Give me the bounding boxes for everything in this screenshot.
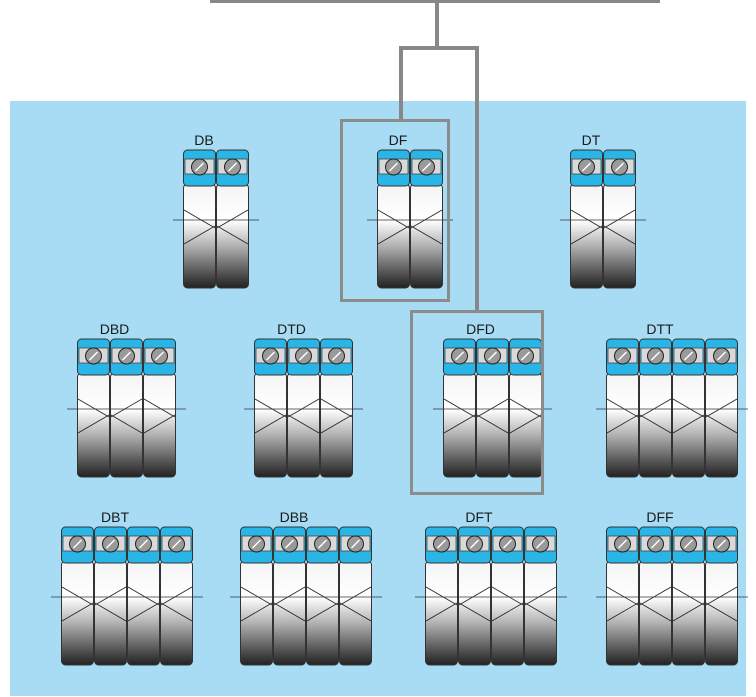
bearing-drawing-dtd bbox=[244, 338, 363, 478]
arrangement-label-dft: DFT bbox=[465, 509, 493, 525]
bearing-ring-dbb-4 bbox=[339, 526, 372, 666]
bearing-drawing-dft bbox=[415, 526, 567, 666]
bearing-set-dbt: DBT bbox=[49, 509, 203, 667]
bearing-drawing-df bbox=[367, 149, 453, 289]
bearing-ring-db-2 bbox=[216, 149, 249, 289]
bearing-ring-dff-1 bbox=[606, 526, 639, 666]
bearing-ring-dff-4 bbox=[705, 526, 738, 666]
bearing-set-dt: DT bbox=[558, 132, 646, 290]
bearing-ring-dft-4 bbox=[524, 526, 557, 666]
bearing-ring-dbb-3 bbox=[306, 526, 339, 666]
bearing-set-dtd: DTD bbox=[242, 321, 363, 479]
arrangement-label-dbd: DBD bbox=[99, 321, 130, 337]
bearing-ring-dfd-3 bbox=[509, 338, 542, 478]
bearing-set-dft: DFT bbox=[413, 509, 567, 667]
bearing-set-dbd: DBD bbox=[65, 321, 186, 479]
bearing-ring-dtd-2 bbox=[287, 338, 320, 478]
bearing-ring-dt-2 bbox=[603, 149, 636, 289]
bearing-set-dff: DFF bbox=[594, 509, 748, 667]
bearing-ring-dbt-2 bbox=[94, 526, 127, 666]
bearing-ring-df-1 bbox=[377, 149, 410, 289]
bearing-ring-dtt-3 bbox=[672, 338, 705, 478]
highlight-frame-dfd bbox=[410, 310, 544, 495]
bearing-ring-dbt-3 bbox=[127, 526, 160, 666]
bearing-set-df: DF bbox=[365, 132, 453, 290]
bearing-drawing-dtt bbox=[596, 338, 748, 478]
bearing-ring-dbt-4 bbox=[160, 526, 193, 666]
bearing-ring-dfd-2 bbox=[476, 338, 509, 478]
bearing-drawing-dbt bbox=[51, 526, 203, 666]
bearing-ring-dbd-3 bbox=[143, 338, 176, 478]
bearing-drawing-dfd bbox=[433, 338, 552, 478]
bearing-set-dtt: DTT bbox=[594, 321, 748, 479]
arrangement-label-dt: DT bbox=[581, 132, 601, 148]
arrangement-label-dtd: DTD bbox=[277, 321, 306, 337]
bearing-ring-dfd-1 bbox=[443, 338, 476, 478]
bearing-ring-dft-3 bbox=[491, 526, 524, 666]
bearing-ring-db-1 bbox=[183, 149, 216, 289]
arrangement-label-df: DF bbox=[388, 132, 408, 148]
bearing-ring-dft-1 bbox=[425, 526, 458, 666]
bearing-ring-dft-2 bbox=[458, 526, 491, 666]
arrangement-label-dbb: DBB bbox=[279, 509, 309, 525]
arrangement-label-dff: DFF bbox=[646, 509, 674, 525]
bearing-drawing-db bbox=[173, 149, 259, 289]
bearing-set-db: DB bbox=[171, 132, 259, 290]
bearing-ring-dbd-2 bbox=[110, 338, 143, 478]
bearing-ring-dtt-1 bbox=[606, 338, 639, 478]
bearing-drawing-dbb bbox=[230, 526, 382, 666]
bearing-set-dfd: DFD bbox=[431, 321, 552, 479]
bearing-ring-dbd-1 bbox=[77, 338, 110, 478]
arrangement-label-dtt: DTT bbox=[646, 321, 674, 337]
arrangement-label-dbt: DBT bbox=[101, 509, 129, 525]
arrangement-label-dfd: DFD bbox=[466, 321, 495, 337]
bearing-drawing-dt bbox=[560, 149, 646, 289]
bearing-ring-dbt-1 bbox=[61, 526, 94, 666]
bearing-ring-dtd-3 bbox=[320, 338, 353, 478]
bearing-ring-dbb-1 bbox=[240, 526, 273, 666]
highlight-frame-df bbox=[340, 119, 450, 302]
bearing-ring-dt-1 bbox=[570, 149, 603, 289]
bearing-ring-dbb-2 bbox=[273, 526, 306, 666]
bearing-ring-dff-2 bbox=[639, 526, 672, 666]
bearing-set-dbb: DBB bbox=[228, 509, 382, 667]
bearing-drawing-dbd bbox=[67, 338, 186, 478]
bearing-drawing-dff bbox=[596, 526, 748, 666]
bearing-ring-dtd-1 bbox=[254, 338, 287, 478]
arrangement-label-db: DB bbox=[194, 132, 214, 148]
bearing-ring-dtt-4 bbox=[705, 338, 738, 478]
bearing-ring-dtt-2 bbox=[639, 338, 672, 478]
bearing-ring-dff-3 bbox=[672, 526, 705, 666]
bearing-ring-df-2 bbox=[410, 149, 443, 289]
